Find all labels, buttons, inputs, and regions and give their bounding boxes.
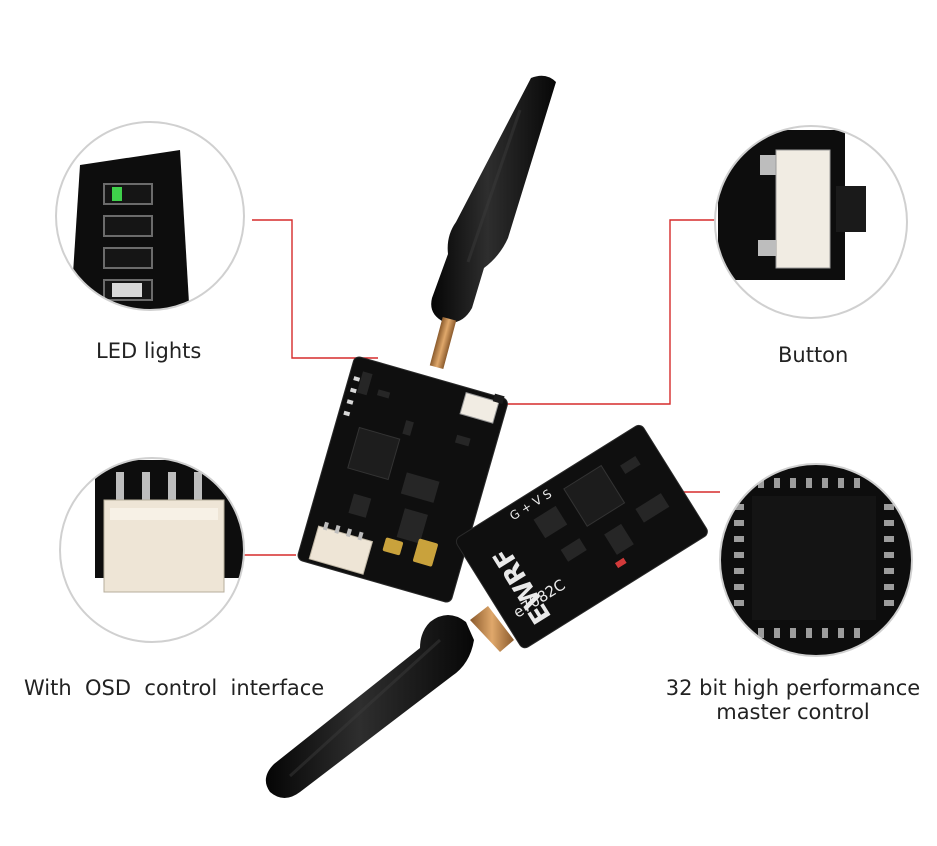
lower-transmitter: EWRF e7082C G + V S bbox=[265, 424, 708, 798]
label-master-control-line2: master control bbox=[716, 700, 870, 724]
upper-transmitter bbox=[297, 75, 556, 603]
label-osd-interface: With OSD control interface bbox=[24, 676, 325, 700]
lower-pcb bbox=[455, 424, 708, 649]
label-led-lights: LED lights bbox=[96, 339, 202, 363]
button-closeup-circle bbox=[714, 125, 908, 319]
label-master-control: 32 bit high performance master control bbox=[660, 676, 926, 724]
label-master-control-line1: 32 bit high performance bbox=[665, 676, 921, 700]
upper-osd-connector bbox=[308, 525, 374, 575]
osd-connector-closeup-circle bbox=[59, 457, 245, 643]
upper-button bbox=[459, 392, 500, 424]
lower-antenna bbox=[265, 606, 514, 798]
mcu-closeup-circle bbox=[719, 463, 913, 657]
led-closeup-circle bbox=[55, 121, 245, 311]
label-button: Button bbox=[778, 343, 849, 367]
leader-line-button bbox=[498, 219, 716, 405]
leader-line-led bbox=[252, 219, 378, 359]
upper-antenna bbox=[429, 75, 556, 369]
